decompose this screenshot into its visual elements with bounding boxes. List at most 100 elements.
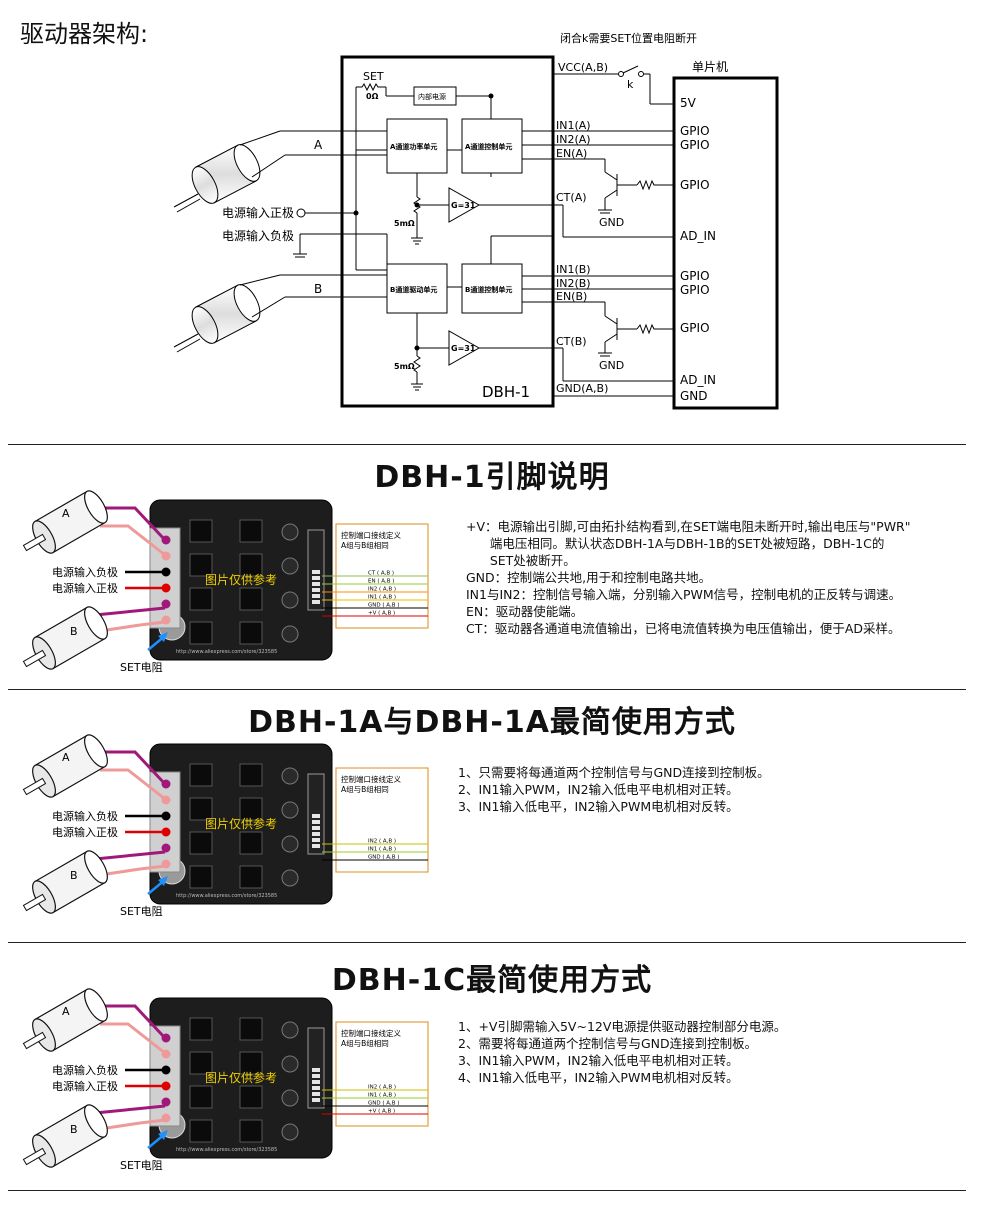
dbh1-chip-box	[340, 55, 555, 408]
motor-b	[22, 606, 108, 670]
signal-labels: IN1(A) IN2(A) EN(A) CT(A) IN1(B) IN2(B) …	[556, 119, 624, 395]
mosfet-chip	[189, 1051, 213, 1075]
signal-ct-b: CT(B)	[556, 335, 587, 348]
pin-gpio: GPIO	[680, 283, 710, 297]
shunt-a-label: 5mΩ	[394, 219, 415, 228]
mosfet-chip	[239, 1085, 263, 1109]
terminal-dot	[161, 567, 171, 577]
terminal-dot	[161, 1065, 171, 1075]
chip-label: DBH-1	[482, 383, 530, 401]
mosfet-chip	[189, 587, 213, 611]
motor-shaft	[22, 533, 47, 552]
box-title-2: A组与B组相同	[341, 784, 389, 794]
component	[281, 625, 299, 643]
mosfet-chip	[189, 1119, 213, 1143]
component	[281, 1021, 299, 1039]
motor-a	[22, 988, 108, 1052]
set-arrow-head	[158, 632, 168, 642]
terminal-dot	[161, 599, 171, 609]
mcu-box	[672, 76, 779, 410]
pin-gpio: GPIO	[680, 321, 710, 335]
power-neg-label: 电源输入负极	[52, 565, 118, 579]
wire-motor-b-1	[94, 850, 166, 861]
motor-shaft	[22, 649, 47, 668]
mosfet-chip	[239, 621, 263, 645]
power-neg-label: 电源输入负极	[52, 1063, 118, 1077]
wire-motor-a-1	[95, 750, 167, 786]
signal-lines	[522, 130, 674, 397]
motor-b-label: B	[70, 625, 78, 638]
terminal-dot	[161, 1097, 171, 1107]
terminal-dot	[161, 779, 171, 789]
component	[281, 835, 299, 853]
box-line-label: EN ( A,B )	[368, 579, 394, 585]
header-pin	[312, 814, 320, 818]
wire-motor-b-2	[99, 864, 166, 877]
mosfet-chip	[239, 763, 263, 787]
mosfet-chip	[239, 1051, 263, 1075]
divider	[8, 942, 966, 943]
header-pin	[312, 576, 320, 580]
header-pin	[312, 1092, 320, 1096]
terminal-dot	[161, 615, 171, 625]
component	[281, 591, 299, 609]
mcu-pins: 5V GPIO GPIO GPIO AD_IN GPIO GPIO GPIO A…	[680, 96, 716, 403]
wire-motor-a-2	[100, 768, 166, 801]
pin-gpio: GPIO	[680, 269, 710, 283]
motor-end	[84, 734, 108, 768]
box-line-label: GND ( A,B )	[368, 603, 399, 609]
pin-gpio: GPIO	[680, 138, 710, 152]
pin-description: +V：电源输出引脚,可由拓扑结构看到,在SET端电阻未断开时,输出电压与"PWR…	[466, 519, 911, 636]
motor-shaft	[22, 777, 47, 796]
mosfet-chip	[239, 1119, 263, 1143]
wire-motor-b-2	[99, 1118, 166, 1131]
box-title-1: 控制端口接线定义	[341, 530, 401, 540]
shunt-b-label: 5mΩ	[394, 362, 415, 371]
mosfet-chip	[189, 621, 213, 645]
mosfet-chip	[189, 1085, 213, 1109]
motor-b-symbol	[173, 284, 261, 353]
set-resistor-label: SET电阻	[120, 1159, 163, 1172]
mosfet-chip	[239, 865, 263, 889]
power-neg-label: 电源输入负极	[52, 809, 118, 823]
internal-power-label: 内部电源	[418, 92, 446, 101]
terminal-dot	[161, 859, 171, 869]
power-pos-label: 电源输入正极	[222, 205, 294, 220]
set-label: SET	[363, 70, 384, 83]
motor-b-label: B	[70, 1123, 78, 1136]
header-pin	[312, 826, 320, 830]
header-pin	[312, 570, 320, 574]
pin-gnd: GND	[680, 389, 708, 403]
component	[281, 801, 299, 819]
box-title-1: 控制端口接线定义	[341, 774, 401, 784]
motor-end	[84, 1104, 108, 1138]
watermark-text: 图片仅供参考	[205, 1070, 277, 1085]
header-pin	[312, 1086, 320, 1090]
screw-terminal-block	[149, 527, 181, 629]
amplifier-a	[448, 187, 481, 223]
box-line-label: CT ( A,B )	[368, 571, 394, 577]
mosfet-chip	[239, 587, 263, 611]
architecture-diagram: 闭合k需要SET位置电阻断开 DBH-1 单片机 5V GPIO GPIO GP…	[173, 31, 779, 410]
vcc-label: VCC(A,B)	[558, 61, 608, 74]
mosfet-chip	[239, 797, 263, 821]
watermark-text: 图片仅供参考	[205, 816, 277, 831]
terminal-dot	[161, 795, 171, 805]
box-line-label: IN2 ( A,B )	[368, 587, 396, 593]
motor-a	[22, 490, 108, 554]
mosfet-chip	[189, 763, 213, 787]
dbh1a-usage-notes: 1、只需要将每通道两个控制信号与GND连接到控制板。 2、IN1输入PWM，IN…	[458, 765, 770, 814]
gnd-b-label: GND	[599, 359, 624, 372]
signal-gnd-ab: GND(A,B)	[556, 382, 608, 395]
box-title-1: 控制端口接线定义	[341, 1028, 401, 1038]
mosfet-chip	[239, 831, 263, 855]
wire-motor-b-1	[94, 606, 166, 617]
component	[281, 523, 299, 541]
mosfet-chip	[189, 865, 213, 889]
terminal-dot	[161, 1033, 171, 1043]
box-line-label: IN1 ( A,B )	[368, 1093, 396, 1099]
component	[281, 869, 299, 887]
set-resistor-value: 0Ω	[366, 92, 379, 101]
terminal-dot	[161, 583, 171, 593]
gain-a-label: G=31	[451, 201, 476, 210]
